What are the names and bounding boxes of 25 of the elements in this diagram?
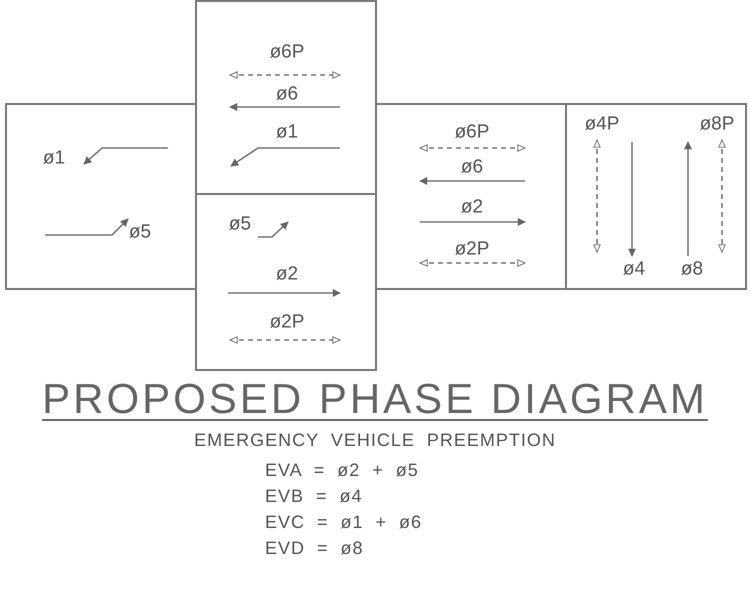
- phase-label: ø2: [460, 198, 484, 216]
- note-line: EVB = ø4: [265, 487, 363, 505]
- phase-label: ø6P: [454, 122, 490, 142]
- phase-box: [565, 103, 747, 290]
- phase-label: ø6P: [270, 42, 304, 62]
- subtitle: EMERGENCY VEHICLE PREEMPTION: [194, 431, 556, 449]
- phase-label: ø6: [460, 158, 484, 176]
- note-line: EVD = ø8: [265, 539, 364, 557]
- phase-label: ø4P: [584, 114, 620, 134]
- phase-label: ø4: [622, 260, 646, 278]
- note-line: EVC = ø1 + ø6: [265, 513, 422, 531]
- phase-label: ø2P: [454, 240, 490, 258]
- diagram-title: PROPOSED PHASE DIAGRAM: [41, 376, 709, 422]
- phase-label: ø2P: [270, 312, 304, 332]
- note-line: EVA = ø2 + ø5: [265, 461, 419, 479]
- phase-label: ø8P: [700, 114, 734, 134]
- phase-label: ø8: [680, 260, 704, 278]
- phase-box: [375, 103, 567, 290]
- phase-label: ø1: [276, 122, 298, 142]
- phase-box: [5, 103, 197, 290]
- phase-label: ø5: [228, 214, 252, 234]
- phase-label: ø2: [276, 264, 298, 284]
- phase-label: ø6: [276, 84, 298, 104]
- phase-label: ø5: [128, 222, 152, 242]
- phase-label: ø1: [42, 148, 66, 168]
